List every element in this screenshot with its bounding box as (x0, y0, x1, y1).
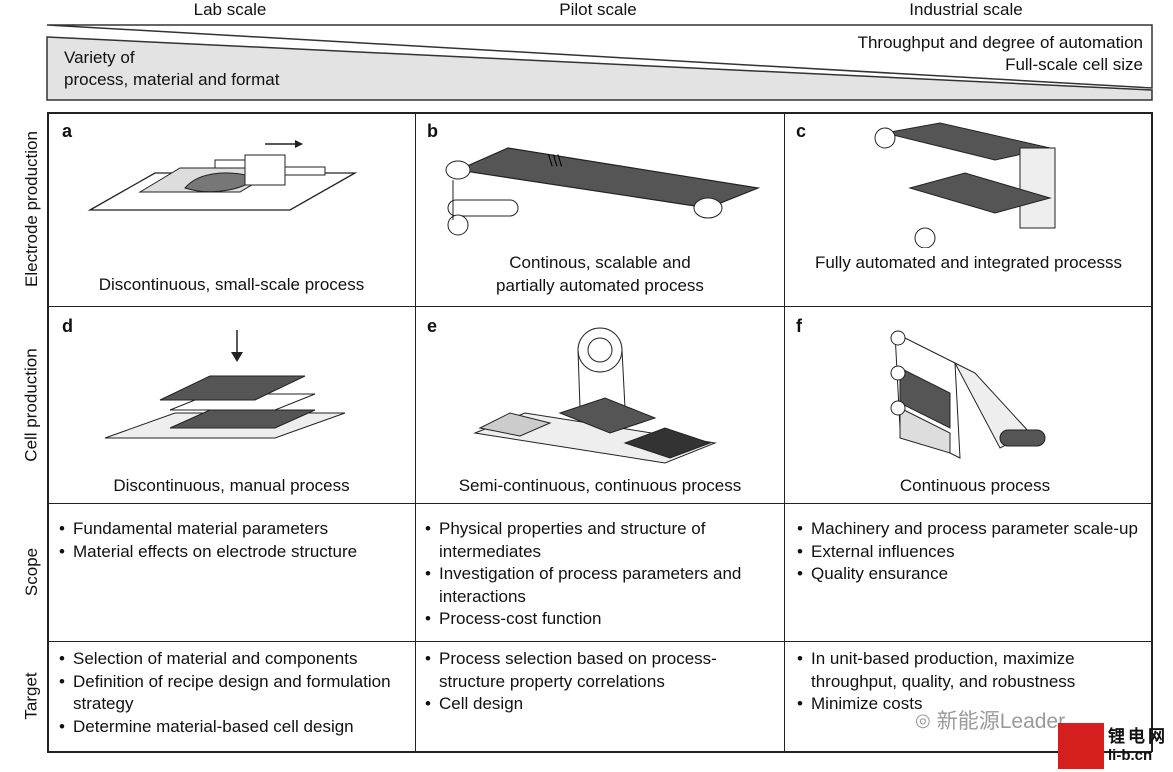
illustration-industrial-coating (874, 122, 1056, 248)
watermark-wechat: ◎ 新能源Leader (915, 709, 1066, 734)
column-header-lab: Lab scale (193, 0, 267, 19)
scope-list-industrial: Machinery and process parameter scale-up… (797, 518, 1142, 586)
grid-top (47, 112, 1152, 114)
list-item: Process-cost function (425, 608, 780, 631)
svg-text:\\\: \\\ (548, 153, 562, 169)
list-item: Cell design (425, 693, 780, 716)
list-item: Machinery and process parameter scale-up (797, 518, 1142, 541)
wedge-right-text: Throughput and degree of automation Full… (857, 33, 1143, 74)
caption-b: Continous, scalable and partially automa… (496, 253, 704, 295)
list-item: Fundamental material parameters (59, 518, 409, 541)
grid-bottom (47, 751, 1152, 753)
row-label-scope: Scope (22, 547, 42, 597)
target-list-pilot: Process selection based on process-struc… (425, 648, 780, 716)
list-item: Minimize costs (797, 693, 1132, 716)
grid-row1 (47, 306, 1152, 307)
row-label-target: Target (22, 672, 41, 720)
column-header-industrial: Industrial scale (909, 0, 1023, 19)
panel-letter-f: f (796, 316, 802, 336)
panel-letter-b: b (427, 121, 438, 141)
illustration-lab-coating (87, 140, 358, 211)
panel-letter-c: c (796, 121, 807, 141)
wechat-icon: ◎ (915, 709, 931, 730)
wedge-left-text: Variety of process, material and format (64, 48, 280, 89)
scope-list-lab: Fundamental material parameters Material… (59, 518, 409, 563)
panel-letter-e: e (427, 316, 438, 336)
target-list-industrial: In unit-based production, maximize throu… (797, 648, 1132, 716)
list-item: In unit-based production, maximize throu… (797, 648, 1132, 693)
caption-f: Continuous process (899, 476, 1051, 495)
list-item: Physical properties and structure of int… (425, 518, 780, 563)
scale-wedge (46, 24, 1153, 101)
panel-letter-d: d (62, 316, 73, 336)
list-item: Process selection based on process-struc… (425, 648, 780, 693)
illustration-pilot-coating: \\\ (445, 147, 761, 236)
grid-row2 (47, 503, 1152, 504)
list-item: Quality ensurance (797, 563, 1142, 586)
caption-c: Fully automated and integrated processs (814, 253, 1123, 272)
target-list-lab: Selection of material and components Def… (59, 648, 409, 738)
illustration-semi-continuous-stacking (473, 327, 717, 464)
logo-text: 锂电网 li-b.cn (1108, 727, 1168, 764)
list-item: Determine material-based cell design (59, 716, 409, 739)
list-item: Material effects on electrode structure (59, 541, 409, 564)
list-item: Investigation of process parameters and … (425, 563, 780, 608)
illustration-manual-stacking (104, 330, 346, 439)
logo-block (1058, 723, 1104, 769)
grid-col1 (415, 112, 416, 752)
list-item: Selection of material and components (59, 648, 409, 671)
grid-col3 (1151, 112, 1153, 752)
list-item: Definition of recipe design and formulat… (59, 671, 409, 716)
grid-col0 (47, 112, 49, 752)
list-item: External influences (797, 541, 1142, 564)
illustration-winding (890, 330, 1046, 459)
caption-e: Semi-continuous, continuous process (458, 476, 742, 495)
scope-list-pilot: Physical properties and structure of int… (425, 518, 780, 631)
row-label-cell: Cell production (22, 347, 41, 462)
caption-d: Discontinuous, manual process (113, 476, 350, 495)
row-label-electrode: Electrode production (22, 131, 41, 287)
grid-col2 (784, 112, 785, 752)
caption-a: Discontinuous, small-scale process (98, 275, 365, 294)
grid-row3 (47, 641, 1152, 642)
panel-letter-a: a (62, 121, 73, 141)
column-header-pilot: Pilot scale (559, 0, 637, 19)
